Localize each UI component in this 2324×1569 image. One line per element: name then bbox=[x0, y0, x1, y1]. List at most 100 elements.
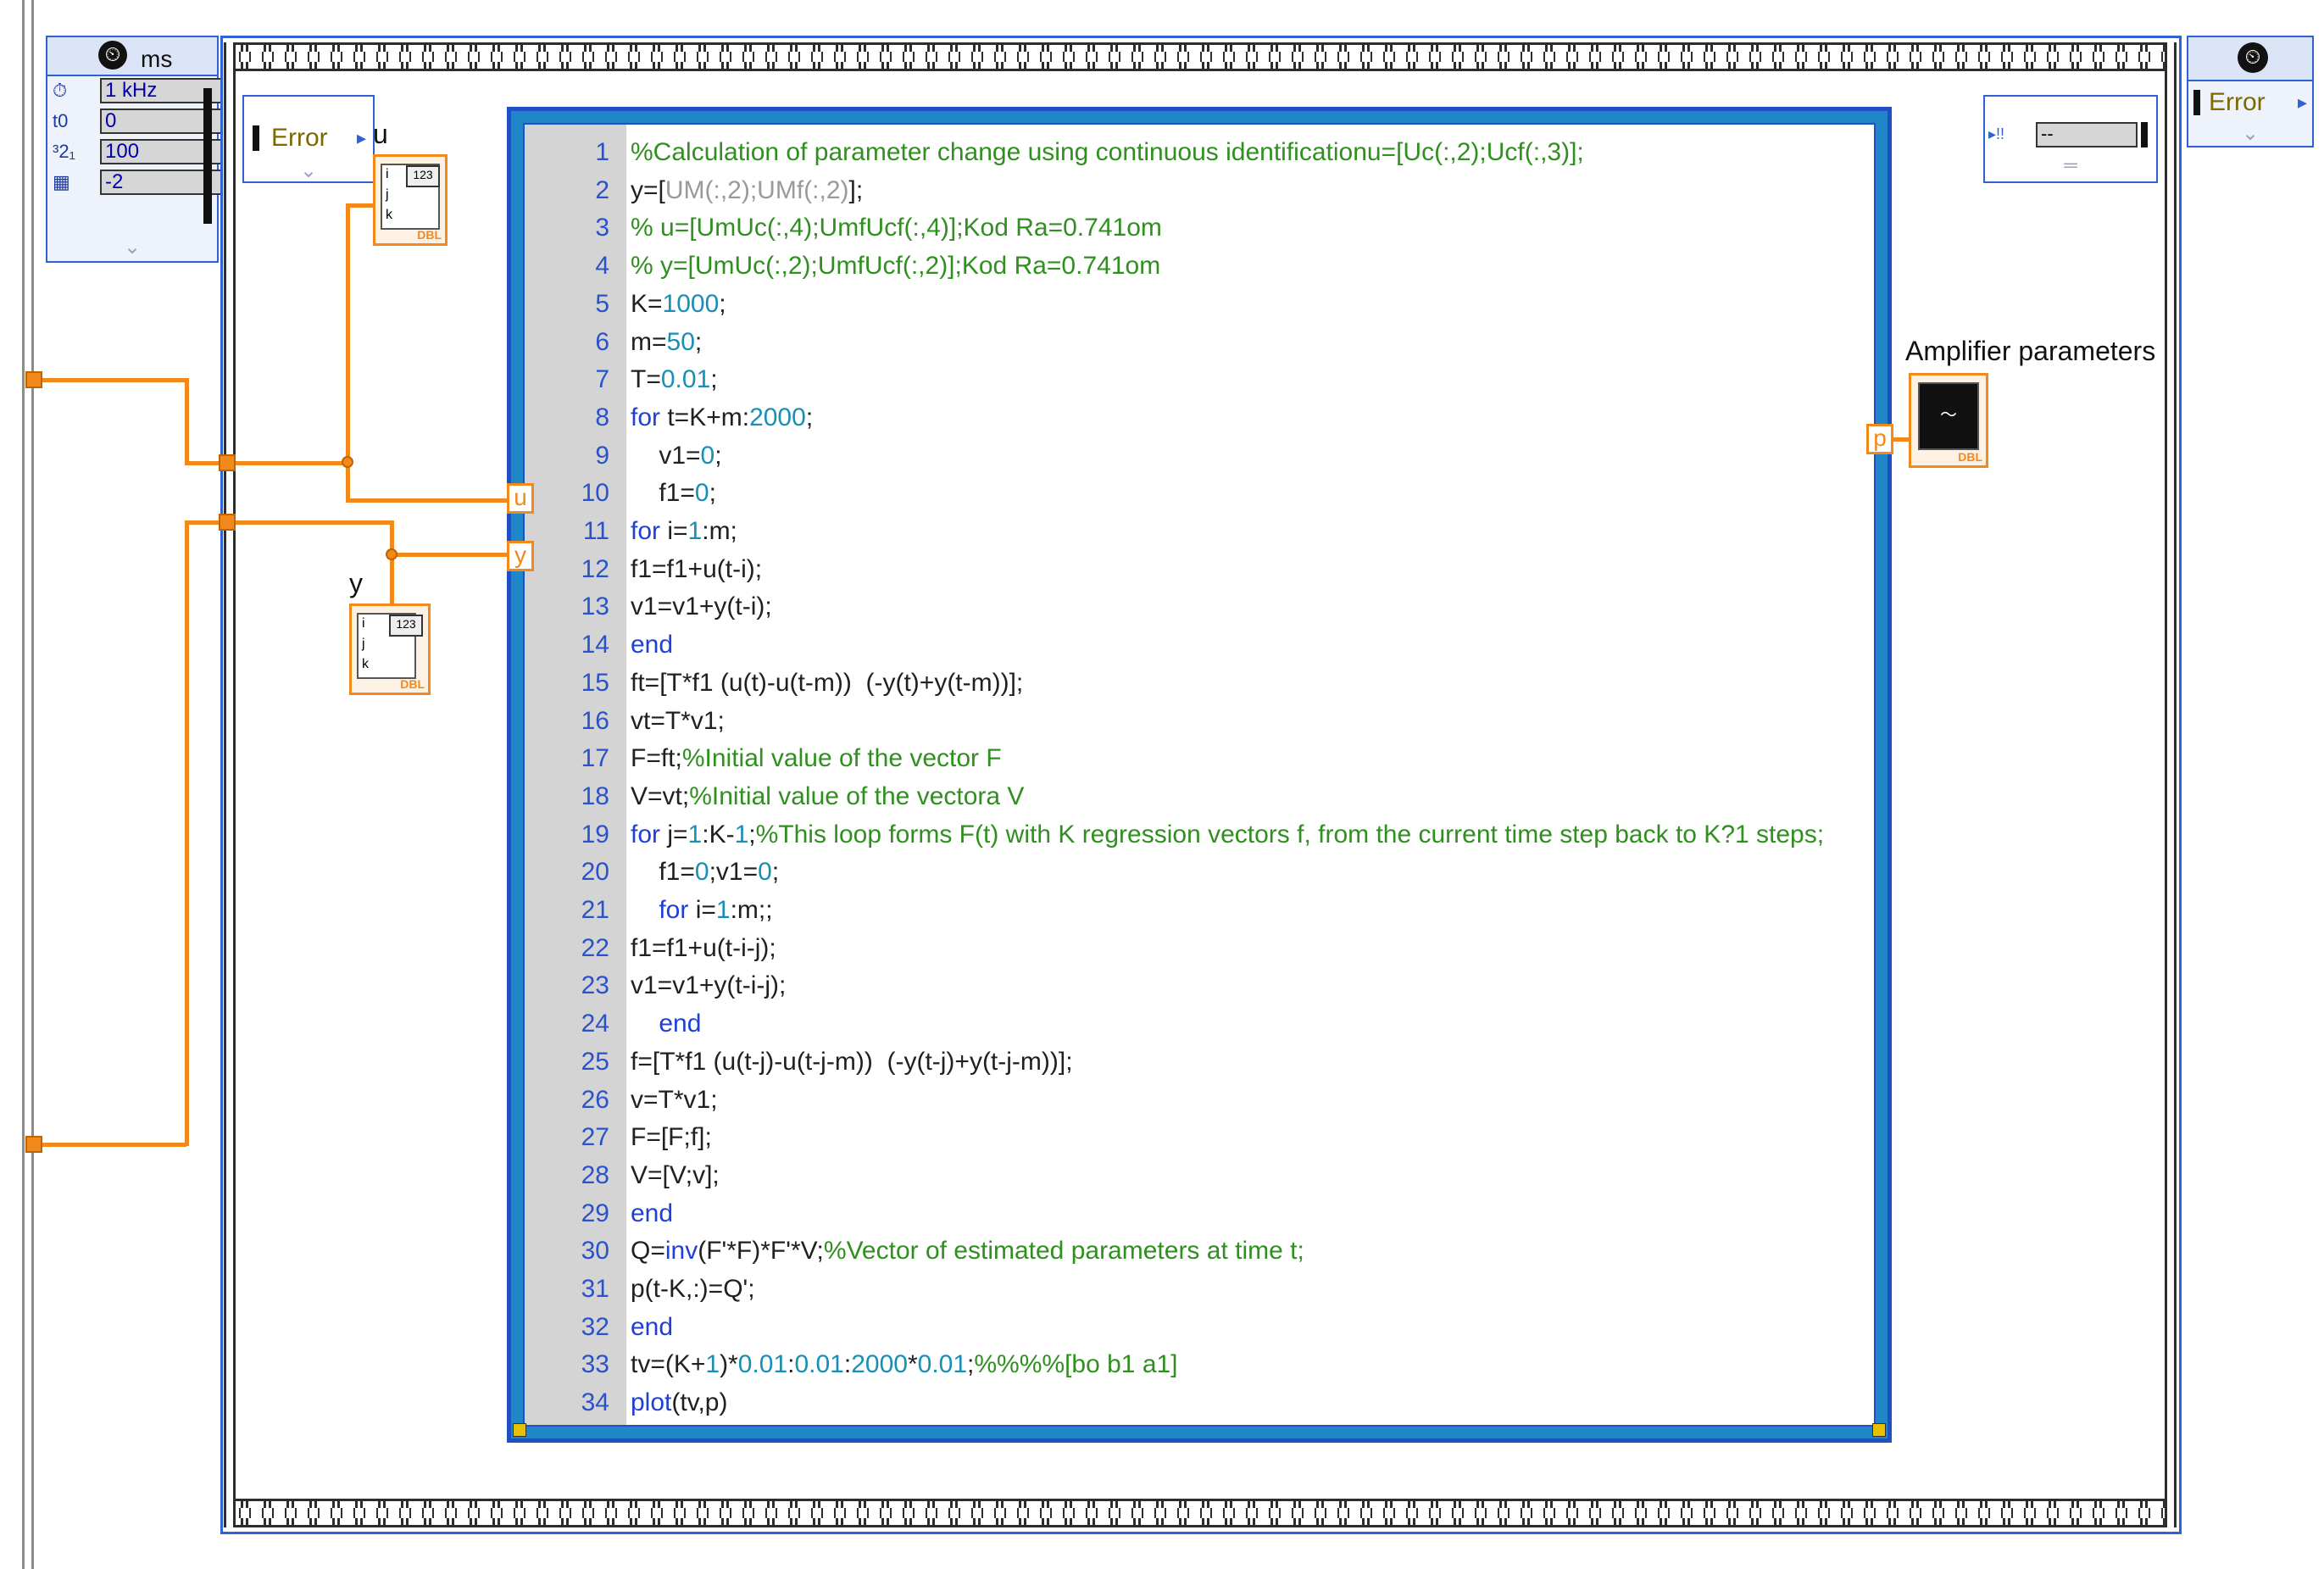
script-line[interactable]: 10 f1=0; bbox=[525, 474, 1864, 512]
code-token: UM(:,2);UMf(:,2) bbox=[664, 175, 849, 204]
script-line[interactable]: 21 for i=1:m;; bbox=[525, 891, 1864, 929]
code-token: for bbox=[631, 820, 661, 848]
code-token: 1 bbox=[687, 820, 703, 848]
error-in-chevron-icon[interactable]: ⌄ bbox=[299, 159, 318, 182]
script-corner-br-icon bbox=[1872, 1423, 1886, 1437]
script-line[interactable]: 13 v1=v1+y(t-i); bbox=[525, 587, 1864, 626]
code-token: V=vt; bbox=[631, 782, 690, 810]
status-value-field[interactable]: -- bbox=[2036, 122, 2138, 147]
error-in-terminal[interactable]: Error ▸ ⌄ bbox=[242, 95, 375, 183]
script-output-p[interactable]: p bbox=[1866, 424, 1893, 454]
timing-row-processor[interactable]: ▦ -2 bbox=[47, 168, 239, 198]
line-number: 5 bbox=[595, 289, 609, 318]
line-code: end bbox=[631, 1004, 701, 1043]
script-input-y[interactable]: y bbox=[507, 541, 534, 571]
code-token: F=ft; bbox=[631, 744, 682, 773]
processor-field[interactable]: -2 bbox=[100, 170, 239, 195]
line-number: 13 bbox=[581, 593, 609, 621]
code-token: % u=[UmUc(:,4);UmfUcf(:,4)];Kod Ra=0.741… bbox=[631, 214, 1162, 242]
script-line[interactable]: 20 f1=0;v1=0; bbox=[525, 853, 1864, 891]
script-corner-bl-icon bbox=[513, 1423, 526, 1437]
y-indicator-label: y bbox=[349, 568, 363, 598]
code-token: ; bbox=[805, 403, 814, 431]
code-token: ; bbox=[710, 365, 718, 394]
u-array-indicator[interactable]: i j k 123 DBL bbox=[373, 154, 448, 246]
status-scroll-bar bbox=[2141, 122, 2148, 147]
wire-u-main bbox=[229, 461, 347, 465]
period-field[interactable]: 100 bbox=[100, 139, 239, 164]
script-editor[interactable]: 1 %Calculation of parameter change using … bbox=[523, 123, 1876, 1427]
clock-icon: ⏲ bbox=[98, 41, 127, 70]
error-out-chevron-icon[interactable]: ⌄ bbox=[2241, 122, 2260, 145]
script-input-u[interactable]: u bbox=[507, 483, 534, 514]
loop-right-border bbox=[2165, 42, 2177, 1527]
code-token: % y=[UmUc(:,2);UmfUcf(:,2)];Kod Ra=0.741… bbox=[631, 252, 1161, 281]
u-numeric-icon: 123 bbox=[406, 165, 440, 187]
loop-top-border bbox=[234, 42, 2168, 71]
code-token: ]; bbox=[848, 175, 864, 204]
amplifier-parameters-graph[interactable]: 〜 DBL bbox=[1909, 373, 1988, 468]
timing-row-period[interactable]: ³2₁ 100 bbox=[47, 137, 239, 168]
y-array-indicator[interactable]: i j k 123 DBL bbox=[349, 604, 431, 695]
code-token: 1 bbox=[687, 517, 703, 545]
loop-tunnel-y bbox=[219, 514, 236, 531]
timed-loop-input-node[interactable]: ⏲ ms ⏱ 1 kHz t0 0 ³2₁ 100 ▦ -2 ⌄ bbox=[46, 36, 239, 263]
timing-row-frequency[interactable]: ⏱ 1 kHz bbox=[47, 76, 239, 107]
t0-field[interactable]: 0 bbox=[100, 108, 239, 134]
line-number: 28 bbox=[581, 1160, 609, 1189]
code-token: %Calculation of parameter change using c… bbox=[631, 138, 1584, 166]
error-in-arrow-icon: ▸ bbox=[356, 127, 366, 148]
line-number: 33 bbox=[581, 1350, 609, 1379]
timing-row-t0[interactable]: t0 0 bbox=[47, 107, 239, 137]
code-token: i= bbox=[688, 896, 716, 924]
error-in-label: Error bbox=[271, 124, 328, 152]
code-token: 0.01 bbox=[794, 1350, 844, 1379]
code-token: ft=[T*f1 (u(t)-u(t-m)) (-y(t)+y(t-m))]; bbox=[631, 668, 1024, 697]
code-token: :m;; bbox=[730, 896, 773, 924]
script-line[interactable]: 24 end bbox=[525, 1004, 1864, 1043]
line-code: v1=v1+y(t-i); bbox=[631, 587, 772, 626]
line-number: 20 bbox=[581, 858, 609, 887]
matlab-script-node[interactable]: 1 %Calculation of parameter change using … bbox=[507, 107, 1892, 1443]
node-scroll-bar[interactable] bbox=[203, 88, 212, 224]
code-token: 0.01 bbox=[917, 1350, 968, 1379]
script-line[interactable]: 1%Calculation of parameter change using … bbox=[525, 133, 1864, 171]
right-status-node[interactable]: ▸!! -- ═ bbox=[1983, 95, 2158, 183]
script-line[interactable]: 3 % u=[UmUc(:,4);UmfUcf(:,4)];Kod Ra=0.74… bbox=[525, 209, 1864, 247]
script-line[interactable]: 9 v1=0; bbox=[525, 437, 1864, 475]
script-line[interactable]: 4% y=[UmUc(:,2);UmfUcf(:,2)];Kod Ra=0.74… bbox=[525, 247, 1864, 285]
line-code: end bbox=[631, 1194, 673, 1232]
line-number: 3 bbox=[595, 214, 609, 242]
wire-p-out bbox=[1893, 437, 1914, 442]
expand-chevron-icon[interactable]: ⌄ bbox=[123, 236, 142, 259]
timing-frequency-field[interactable]: 1 kHz bbox=[100, 78, 239, 103]
line-code: f=[T*f1 (u(t-j)-u(t-j-m)) (-y(t-j)+y(t-j… bbox=[631, 1043, 1073, 1081]
timed-loop-output-node[interactable]: ⏲ Error ▸ ⌄ bbox=[2187, 36, 2314, 147]
code-token: 1 bbox=[705, 1350, 720, 1379]
